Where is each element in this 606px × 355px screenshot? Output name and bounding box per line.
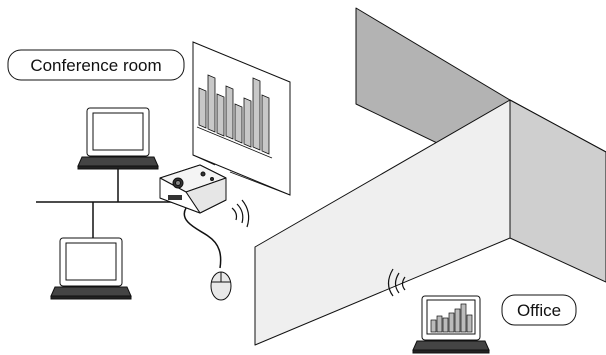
office-label: Office (501, 294, 577, 326)
mouse-icon (210, 271, 232, 301)
conference-room-text: Conference room (30, 56, 161, 75)
mouse-cable (183, 207, 222, 269)
office-text: Office (517, 301, 561, 320)
projection-screen-icon (192, 41, 291, 196)
laptop-icon (77, 107, 159, 170)
network-line (36, 162, 183, 238)
projector-icon (159, 164, 227, 214)
wireless-signal-icon (231, 199, 250, 228)
conference-room-label: Conference room (7, 49, 185, 81)
wireless-signal-icon (387, 268, 406, 297)
laptop-icon (50, 237, 132, 300)
laptop-icon (412, 295, 490, 354)
wall (254, 7, 606, 346)
